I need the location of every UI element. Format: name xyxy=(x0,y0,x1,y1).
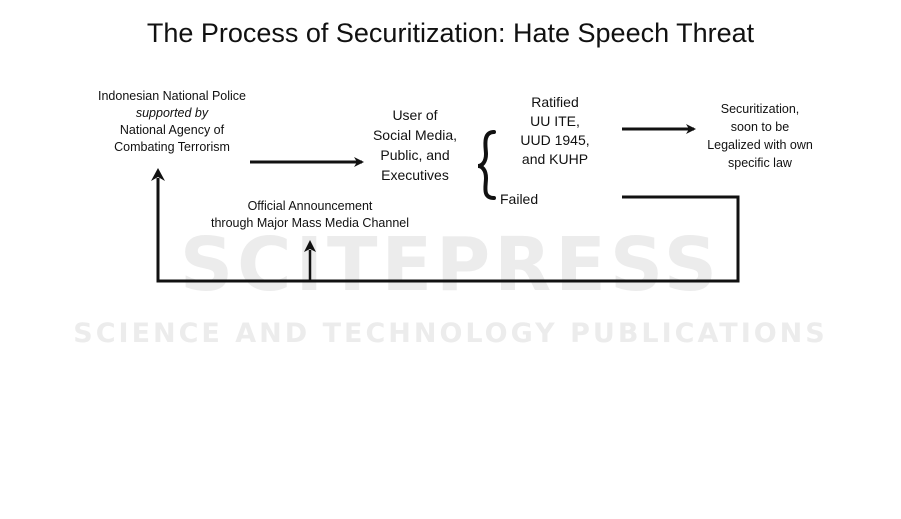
outcome-line1: Securitization, xyxy=(720,102,800,116)
arrow-announcement-head xyxy=(304,240,316,252)
node-audience: User of Social Media, Public, and Execut… xyxy=(350,105,480,185)
node-announcement: Official Announcement through Major Mass… xyxy=(180,198,440,232)
node-actor: Indonesian National Police supported by … xyxy=(58,88,286,156)
diagram-title: The Process of Securitization: Hate Spee… xyxy=(146,18,755,48)
actor-supported-by: supported by xyxy=(135,106,209,120)
ratified-line1: Ratified xyxy=(531,94,579,110)
feedback-loop-line xyxy=(156,178,740,283)
actor-agency-line1: National Agency of xyxy=(119,123,225,137)
watermark-logo-text: SCITEPRESS xyxy=(179,222,722,308)
ratified-line3: UUD 1945, xyxy=(520,132,590,148)
actor-agency-line2: Combating Terrorism xyxy=(114,140,230,154)
ratified-line4: and KUHP xyxy=(521,151,589,167)
actor-name: Indonesian National Police xyxy=(97,89,247,103)
ratified-line2: UU ITE, xyxy=(530,113,580,129)
arrow-loop-to-actor xyxy=(151,168,165,181)
audience-line1: User of xyxy=(392,107,438,123)
audience-line2: Social Media, xyxy=(372,127,458,143)
node-ratified: Ratified UU ITE, UUD 1945, and KUHP xyxy=(500,93,610,169)
node-failed: Failed xyxy=(500,191,539,207)
outcome-line3: Legalized with own xyxy=(707,138,813,152)
outcome-line2: soon to be xyxy=(730,120,790,134)
outcome-line4: specific law xyxy=(728,156,792,170)
announcement-line2: through Major Mass Media Channel xyxy=(210,216,410,230)
watermark-subtitle: SCIENCE AND TECHNOLOGY PUBLICATIONS xyxy=(73,318,828,349)
audience-line3: Public, and xyxy=(380,147,450,163)
node-outcome: Securitization, soon to be Legalized wit… xyxy=(690,100,830,172)
audience-line4: Executives xyxy=(381,167,449,183)
brace-icon xyxy=(477,130,496,200)
announcement-line1: Official Announcement xyxy=(247,199,373,213)
